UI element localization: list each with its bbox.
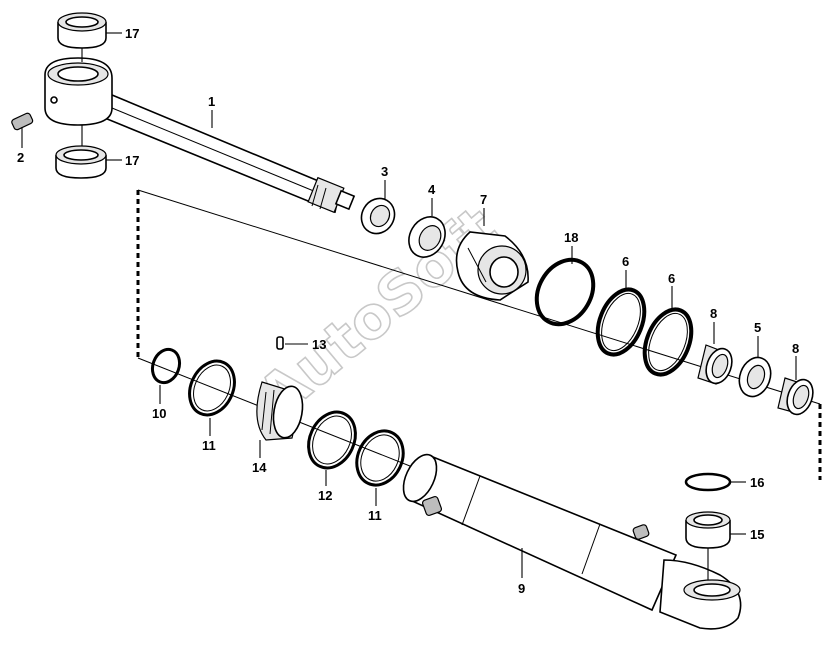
callout-1: 1 [208, 94, 215, 109]
guide-ring-bore [792, 384, 810, 410]
piston-14 [256, 381, 304, 441]
seal-4 [408, 216, 446, 258]
callout-3: 3 [381, 164, 388, 179]
seal-inner [746, 364, 766, 390]
set-screw-13 [276, 336, 284, 350]
tube-eye-bore-inner [693, 583, 731, 597]
seal-3 [360, 197, 396, 235]
rod-tip [334, 189, 356, 211]
callout-9: 9 [518, 581, 525, 596]
callout-16: 16 [750, 475, 764, 490]
screw-body [276, 336, 284, 350]
o-ring-16 [684, 472, 732, 492]
callout-18: 18 [564, 230, 578, 245]
bushing-bore [63, 149, 99, 161]
callout-17-upper: 17 [125, 26, 139, 41]
seal-inner [418, 225, 442, 251]
ring-6a [595, 287, 647, 357]
callout-5: 5 [754, 320, 761, 335]
head-groove [467, 247, 487, 283]
nipple-body [11, 112, 34, 131]
guide-ring-bore [711, 353, 729, 379]
guide-ring-8b [777, 377, 814, 416]
cylinder-tube [402, 453, 742, 630]
callout-11-first: 11 [202, 438, 216, 453]
ring-11a [188, 359, 236, 417]
bushing-15 [685, 511, 731, 549]
ring-11b [355, 429, 405, 487]
head-bore [489, 256, 519, 288]
callout-8-first: 8 [710, 306, 717, 321]
piston-face [272, 385, 304, 439]
rod-groove-2 [319, 187, 327, 210]
callout-4: 4 [428, 182, 436, 197]
o-ring-18 [534, 257, 596, 327]
callout-15: 15 [750, 527, 764, 542]
tube-seam-2 [581, 523, 601, 575]
callout-7: 7 [480, 192, 487, 207]
tube-open-end [402, 453, 438, 503]
cylinder-head-7 [455, 231, 529, 301]
piston-seal-5 [738, 356, 772, 398]
grease-nipple [11, 112, 34, 131]
callout-17-lower: 17 [125, 153, 139, 168]
bushing-bore [65, 16, 99, 28]
tube-port-2 [632, 524, 650, 540]
callout-11-second: 11 [368, 508, 382, 523]
callout-6-first: 6 [622, 254, 629, 269]
rod-highlight [94, 100, 339, 202]
callout-13: 13 [312, 337, 326, 352]
piston-rod [44, 57, 356, 214]
bushing-bore [693, 514, 723, 526]
callout-8-second: 8 [792, 341, 799, 356]
leader-lines [21, 32, 797, 580]
callout-2: 2 [17, 150, 24, 165]
callout-10: 10 [152, 406, 166, 421]
ring-10 [150, 347, 182, 385]
grease-hole [50, 96, 58, 104]
callout-6-second: 6 [668, 271, 675, 286]
piston-groove-1 [261, 391, 267, 431]
seal-inner [369, 204, 391, 228]
guide-ring-8a [697, 344, 733, 385]
callout-12: 12 [318, 488, 332, 503]
ring-12 [307, 410, 357, 470]
tube-seam-1 [461, 475, 481, 526]
tube-port-1 [421, 495, 443, 517]
bushing-17-upper [57, 12, 107, 49]
bushing-17-lower [55, 145, 107, 179]
callout-14: 14 [252, 460, 267, 475]
callout-labels: 17 17 1 2 3 4 7 18 6 6 8 5 8 13 10 11 14… [17, 26, 799, 596]
piston-groove-2 [269, 389, 275, 435]
rod-groove-1 [311, 184, 319, 207]
rod-eye-bore-inner [57, 66, 99, 82]
ring-6b [642, 307, 694, 377]
